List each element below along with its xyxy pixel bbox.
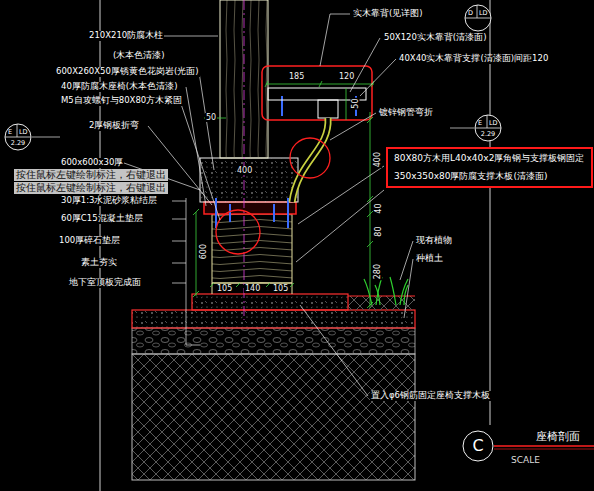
callout-text: C bbox=[472, 438, 483, 454]
note-box: 80X80方木用L40x40x2厚角钢与支撑板钢固定 350x350x80厚防腐支… bbox=[386, 147, 593, 188]
dimension-text: 600 bbox=[199, 243, 208, 260]
callout-circle: E LD 2.29 bbox=[4, 123, 32, 151]
callout-text: D bbox=[468, 10, 473, 17]
material-note: 600x600x30厚 bbox=[60, 158, 124, 168]
dimension-text: 40 bbox=[373, 203, 382, 215]
tooltip-text: 按住鼠标左键绘制标注，右键退出 bbox=[14, 182, 168, 194]
material-note: 210X210防腐木柱 bbox=[88, 31, 164, 41]
dimension-text: 280 bbox=[373, 263, 382, 280]
material-note: (木本色清漆) bbox=[112, 51, 166, 61]
dimension-text: 120 bbox=[338, 72, 355, 81]
material-note: 现有植物 bbox=[415, 236, 453, 246]
drawing-title: 座椅剖面 bbox=[536, 429, 580, 444]
callout-text: LD bbox=[489, 120, 498, 127]
dimension-text: 185 bbox=[288, 72, 305, 81]
material-note: 100厚碎石垫层 bbox=[58, 236, 121, 246]
material-note: 50X120实木靠背(清漆面) bbox=[383, 33, 488, 43]
note-text: 350x350x80厚防腐支撑木板(清漆面) bbox=[394, 171, 585, 182]
dimension-text: 80 bbox=[373, 226, 382, 238]
material-note: 置入φ6钢筋固定座椅支撑木板 bbox=[370, 391, 491, 401]
callout-outline bbox=[464, 4, 492, 32]
callout-circle: D LD bbox=[464, 4, 492, 32]
note-text: 80X80方木用L40x40x2厚角钢与支撑板钢固定 bbox=[394, 153, 585, 164]
callout-text: 2.29 bbox=[11, 140, 25, 147]
dimension-text: 140 bbox=[244, 284, 261, 293]
section-symbol: C bbox=[462, 430, 494, 462]
callout-text: LD bbox=[19, 129, 28, 136]
material-note: 实木靠背(见详图) bbox=[352, 9, 424, 19]
material-note: 种植土 bbox=[415, 254, 444, 264]
material-note: M5自攻螺钉与80X80方木紧固 bbox=[60, 96, 183, 106]
callout-text: E bbox=[8, 129, 12, 136]
material-note: 镀锌钢管弯折 bbox=[378, 108, 434, 118]
callout-outline bbox=[4, 123, 32, 151]
material-note: 60厚C15混凝土垫层 bbox=[60, 214, 144, 224]
material-note: 2厚钢板折弯 bbox=[88, 121, 140, 131]
material-note: 30厚1:3水泥砂浆粘结层 bbox=[60, 196, 159, 206]
callout-text: LD bbox=[479, 10, 488, 17]
dimension-text: 50 bbox=[350, 98, 359, 110]
dimension-text: 400 bbox=[236, 166, 253, 175]
dimension-text: 50 bbox=[205, 113, 217, 122]
material-note: 600X260X50厚锈黄色花岗岩(光面) bbox=[55, 67, 200, 77]
material-note: 地下室顶板完成面 bbox=[68, 278, 142, 288]
dimension-text: 400 bbox=[373, 151, 382, 168]
material-note: 40X40实木靠背支撑(清漆面)间距120 bbox=[398, 54, 549, 64]
dimension-text: 105 bbox=[272, 284, 289, 293]
callout-circle: E LD 2.29 bbox=[474, 114, 502, 142]
callout-text: E bbox=[478, 120, 482, 127]
material-note: 素土夯实 bbox=[80, 258, 118, 268]
callout-text: 2.29 bbox=[481, 131, 495, 138]
scale-text: SCALE bbox=[510, 455, 541, 465]
tooltip-text: 按住鼠标左键绘制标注，右键退出 bbox=[14, 169, 168, 181]
dimension-text: 105 bbox=[216, 284, 233, 293]
material-note: 40厚防腐木座椅(木本色清漆) bbox=[60, 82, 178, 92]
callout-outline bbox=[474, 114, 502, 142]
